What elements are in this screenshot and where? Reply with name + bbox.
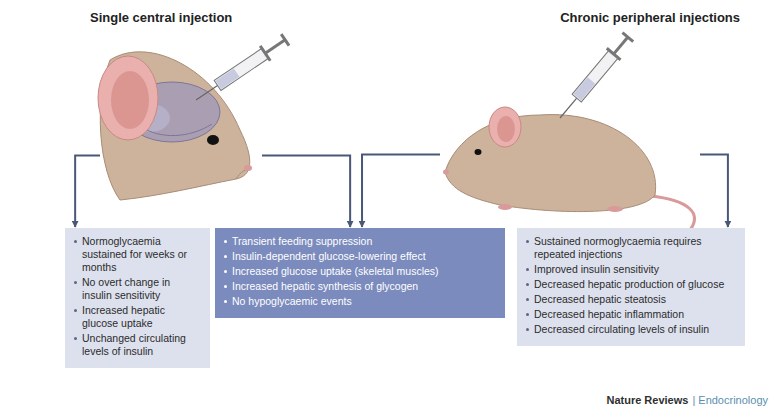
bullet-item: No overt change in insulin sensitivity <box>74 276 202 302</box>
bullet-dot <box>224 285 227 288</box>
flow-arrow <box>700 155 728 227</box>
bullet-item: Insulin-dependent glucose-lowering effec… <box>224 250 497 263</box>
ear-inner <box>497 116 515 142</box>
bullet-dot <box>224 240 227 243</box>
bullet-dot <box>224 270 227 273</box>
syringe <box>191 32 291 108</box>
bullet-text: Improved insulin sensitivity <box>534 263 659 276</box>
credit-text: Nature Reviews <box>606 394 688 406</box>
ear <box>489 107 521 147</box>
bullet-dot <box>224 255 227 258</box>
bullet-item: Decreased hepatic production of glucose <box>526 278 737 291</box>
bullet-dot <box>74 240 77 243</box>
panel-heading: Single central injection <box>90 10 232 25</box>
tail <box>650 196 694 230</box>
bullet-text: Unchanged circulating levels of insulin <box>82 332 202 358</box>
bullet-text: Decreased circulating levels of insulin <box>534 323 709 336</box>
bullet-item: Normoglycaemia sustained for weeks or mo… <box>74 235 202 274</box>
bullet-dot <box>74 281 77 284</box>
head-outline <box>100 52 250 200</box>
bullet-dot <box>526 313 529 316</box>
bullet-dot <box>526 283 529 286</box>
syringe <box>553 30 636 124</box>
outcome-box: Sustained normoglycaemia requires repeat… <box>517 228 745 346</box>
bullet-dot <box>224 300 227 303</box>
bullet-text: Decreased hepatic inflammation <box>534 308 684 321</box>
bullet-dot <box>74 309 77 312</box>
bullet-text: Insulin-dependent glucose-lowering effec… <box>232 250 426 263</box>
flow-arrow <box>262 156 350 228</box>
eye <box>475 149 482 155</box>
bullet-dot <box>526 298 529 301</box>
foot <box>498 204 512 210</box>
ear-inner <box>111 71 149 129</box>
nose <box>244 165 252 171</box>
bullet-item: Improved insulin sensitivity <box>526 263 737 276</box>
bullet-text: Increased hepatic synthesis of glycogen <box>232 280 418 293</box>
mouse-head <box>98 32 291 200</box>
credit-text: | Endocrinology <box>692 394 768 406</box>
bullet-item: Increased glucose uptake (skeletal muscl… <box>224 265 497 278</box>
nose <box>443 170 449 175</box>
bullet-item: Increased hepatic synthesis of glycogen <box>224 280 497 293</box>
foot <box>607 206 623 212</box>
bullet-text: No hypoglycaemic events <box>232 295 352 308</box>
body-outline <box>445 115 656 212</box>
bullet-text: No overt change in insulin sensitivity <box>82 276 202 302</box>
bullet-text: Decreased hepatic production of glucose <box>534 278 724 291</box>
bullet-item: Unchanged circulating levels of insulin <box>74 332 202 358</box>
bullet-item: Decreased hepatic steatosis <box>526 293 737 306</box>
bullet-text: Transient feeding suppression <box>232 235 372 248</box>
bullet-item: No hypoglycaemic events <box>224 295 497 308</box>
mouse-head-figure: Single central injection <box>100 40 262 205</box>
bullet-text: Increased hepatic glucose uptake <box>82 304 202 330</box>
outcome-box: Normoglycaemia sustained for weeks or mo… <box>65 228 210 368</box>
flow-arrow <box>75 156 100 228</box>
bullet-item: Decreased hepatic inflammation <box>526 308 737 321</box>
shared-outcome-box: Transient feeding suppressionInsulin-dep… <box>215 228 505 318</box>
bullet-dot <box>526 268 529 271</box>
bullet-item: Decreased circulating levels of insulin <box>526 323 737 336</box>
bullet-dot <box>526 240 529 243</box>
flow-arrow <box>362 155 440 227</box>
bullet-item: Transient feeding suppression <box>224 235 497 248</box>
ear <box>98 56 158 140</box>
mouse-body <box>443 30 694 230</box>
mouse-figure: Chronic peripheral injections <box>440 100 700 230</box>
bullet-text: Increased glucose uptake (skeletal muscl… <box>232 265 439 278</box>
bullet-item: Sustained normoglycaemia requires repeat… <box>526 235 737 261</box>
credit-line: Nature Reviews | Endocrinology <box>606 394 768 406</box>
bullet-dot <box>74 337 77 340</box>
bullet-text: Sustained normoglycaemia requires repeat… <box>534 235 737 261</box>
eye <box>207 135 219 145</box>
bullet-text: Normoglycaemia sustained for weeks or mo… <box>82 235 202 274</box>
bullet-dot <box>526 328 529 331</box>
bullet-item: Increased hepatic glucose uptake <box>74 304 202 330</box>
bullet-text: Decreased hepatic steatosis <box>534 293 666 306</box>
panel-heading: Chronic peripheral injections <box>560 10 740 25</box>
